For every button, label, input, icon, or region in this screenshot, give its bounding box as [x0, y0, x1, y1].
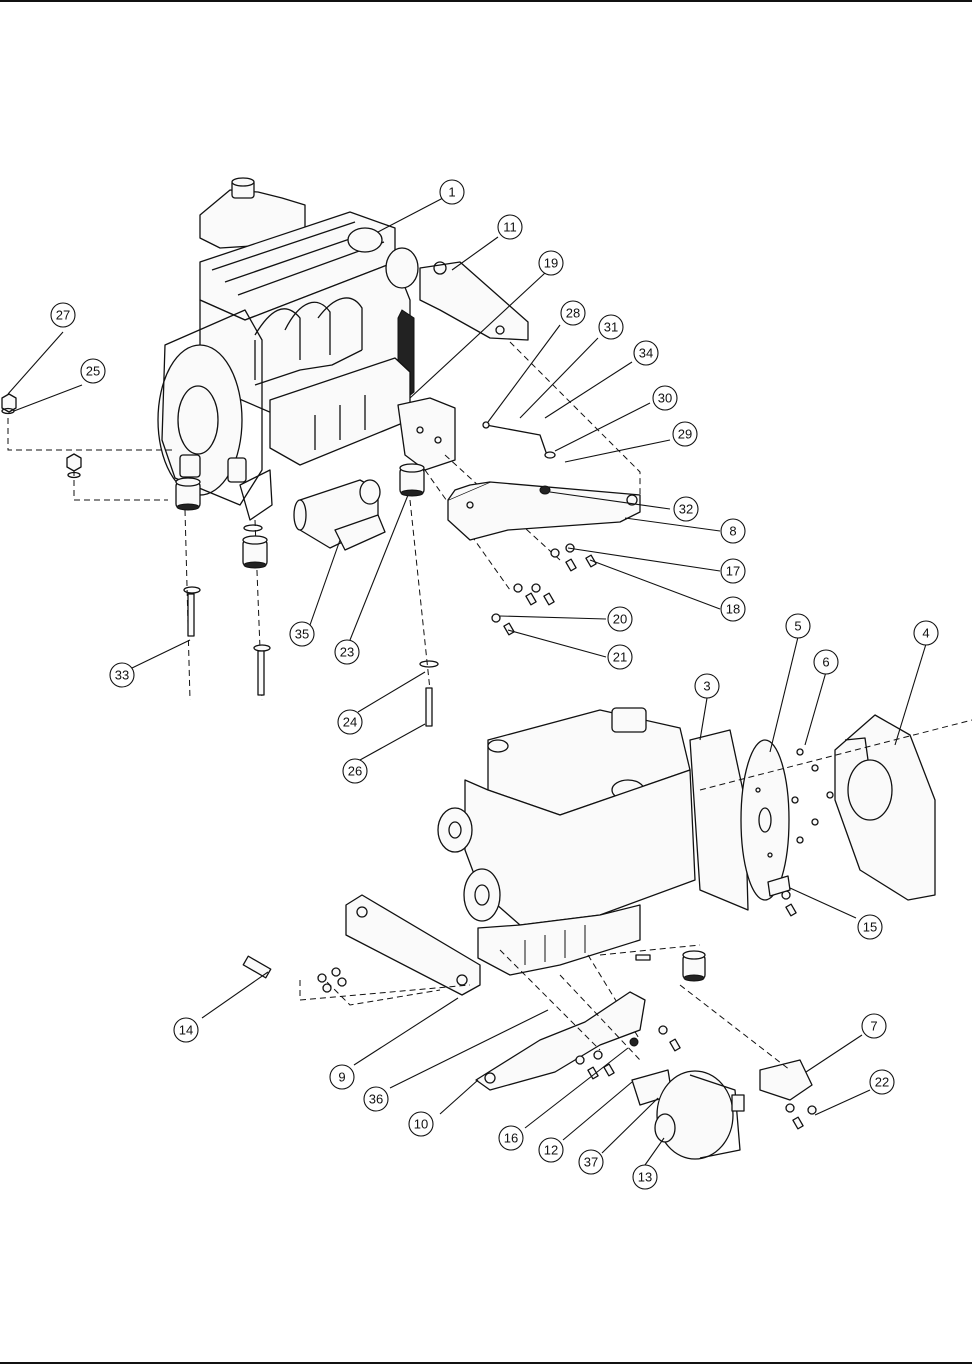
nut-icon: [1, 393, 17, 413]
svg-text:1: 1: [448, 185, 455, 200]
svg-text:34: 34: [639, 346, 653, 361]
svg-text:32: 32: [679, 502, 693, 517]
callout-18: 18: [720, 596, 746, 622]
svg-text:29: 29: [678, 427, 692, 442]
callout-7: 7: [861, 1013, 887, 1039]
upper-engine-assembly-icon: [157, 177, 529, 521]
callout-11: 11: [497, 214, 523, 240]
svg-text:15: 15: [863, 920, 877, 935]
svg-text:25: 25: [86, 364, 100, 379]
svg-text:26: 26: [348, 764, 362, 779]
lower-engine-block-icon: [345, 707, 749, 996]
bellhousing-icon: [834, 714, 936, 901]
callout-16: 16: [498, 1125, 524, 1151]
svg-text:4: 4: [922, 626, 929, 641]
callout-30: 30: [652, 385, 678, 411]
callout-31: 31: [598, 314, 624, 340]
svg-text:17: 17: [726, 564, 740, 579]
svg-text:8: 8: [729, 524, 736, 539]
callout-balloons: 1 3 4 5 6 7 8 9 10 11 12 13 14 15 16 17 …: [50, 179, 939, 1190]
callout-26: 26: [342, 758, 368, 784]
svg-text:6: 6: [822, 655, 829, 670]
svg-text:31: 31: [604, 320, 618, 335]
callout-23: 23: [334, 639, 360, 665]
alternator-icon: [631, 1069, 745, 1160]
crank-axis-line: [699, 719, 972, 791]
bottom-rule: [0, 1362, 972, 1364]
callout-27: 27: [50, 302, 76, 328]
svg-text:11: 11: [503, 220, 517, 235]
callout-29: 29: [672, 421, 698, 447]
svg-text:13: 13: [638, 1170, 652, 1185]
callout-21: 21: [607, 644, 633, 670]
callout-14: 14: [173, 1017, 199, 1043]
svg-text:10: 10: [414, 1117, 428, 1132]
bracket-8: [447, 421, 641, 636]
svg-text:16: 16: [504, 1131, 518, 1146]
callout-33: 33: [109, 662, 135, 688]
callout-20: 20: [607, 606, 633, 632]
starter-motor-icon: [293, 479, 386, 551]
callout-5: 5: [785, 613, 811, 639]
callout-13: 13: [632, 1164, 658, 1190]
svg-text:19: 19: [544, 256, 558, 271]
callout-12: 12: [538, 1137, 564, 1163]
svg-text:27: 27: [56, 308, 70, 323]
rubber-mount-icon: [175, 477, 201, 511]
svg-text:23: 23: [340, 645, 354, 660]
callout-37: 37: [578, 1149, 604, 1175]
leader-lines: [7, 197, 927, 1166]
svg-text:20: 20: [613, 612, 627, 627]
callout-17: 17: [720, 558, 746, 584]
svg-text:30: 30: [658, 391, 672, 406]
callout-35: 35: [289, 621, 315, 647]
svg-text:37: 37: [584, 1155, 598, 1170]
callout-32: 32: [673, 496, 699, 522]
svg-text:24: 24: [343, 715, 357, 730]
shim-icon: [242, 955, 272, 979]
svg-text:9: 9: [338, 1070, 345, 1085]
callout-25: 25: [80, 358, 106, 384]
callout-34: 34: [633, 340, 659, 366]
svg-text:12: 12: [544, 1143, 558, 1158]
callout-4: 4: [913, 620, 939, 646]
callout-28: 28: [560, 300, 586, 326]
svg-text:33: 33: [115, 668, 129, 683]
svg-text:7: 7: [870, 1019, 877, 1034]
callout-3: 3: [694, 673, 720, 699]
callout-36: 36: [363, 1086, 389, 1112]
callout-19: 19: [538, 250, 564, 276]
flexplate-icon: [740, 739, 790, 901]
bracket-7: [587, 944, 813, 1101]
callout-10: 10: [408, 1111, 434, 1137]
callout-22: 22: [869, 1069, 895, 1095]
svg-text:21: 21: [613, 650, 627, 665]
svg-text:35: 35: [295, 627, 309, 642]
callout-6: 6: [813, 649, 839, 675]
bracket-10: [299, 949, 646, 1091]
svg-text:18: 18: [726, 602, 740, 617]
svg-text:36: 36: [369, 1092, 383, 1107]
bolt-icon: [187, 593, 195, 637]
top-rule: [0, 0, 972, 2]
svg-text:14: 14: [179, 1023, 193, 1038]
callout-24: 24: [337, 709, 363, 735]
svg-text:5: 5: [794, 619, 801, 634]
callout-8: 8: [720, 518, 746, 544]
callout-1: 1: [439, 179, 465, 205]
svg-text:3: 3: [703, 679, 710, 694]
callout-9: 9: [329, 1064, 355, 1090]
svg-text:28: 28: [566, 306, 580, 321]
svg-text:22: 22: [875, 1075, 889, 1090]
lower-fasteners: [242, 748, 834, 1130]
callout-15: 15: [857, 914, 883, 940]
